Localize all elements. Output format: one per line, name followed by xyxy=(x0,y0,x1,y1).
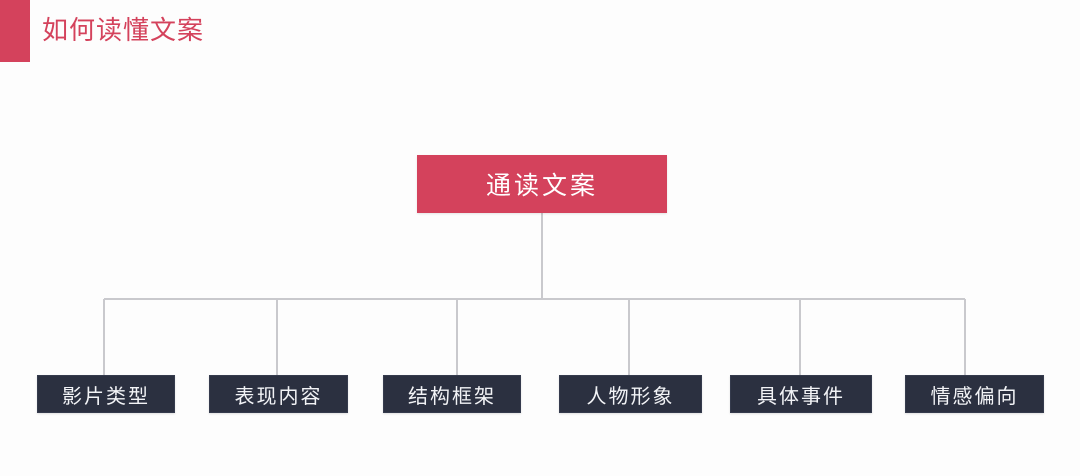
leaf-node-1[interactable]: 影片类型 xyxy=(37,375,175,413)
title-accent-bar xyxy=(0,0,30,62)
leaf-node-5[interactable]: 具体事件 xyxy=(730,375,872,413)
page-title: 如何读懂文案 xyxy=(42,16,205,46)
leaf-node-2[interactable]: 表现内容 xyxy=(209,375,348,413)
leaf-node-6[interactable]: 情感偏向 xyxy=(905,375,1044,413)
root-node[interactable]: 通读文案 xyxy=(417,155,667,213)
leaf-node-3[interactable]: 结构框架 xyxy=(383,375,521,413)
leaf-node-4[interactable]: 人物形象 xyxy=(559,375,702,413)
